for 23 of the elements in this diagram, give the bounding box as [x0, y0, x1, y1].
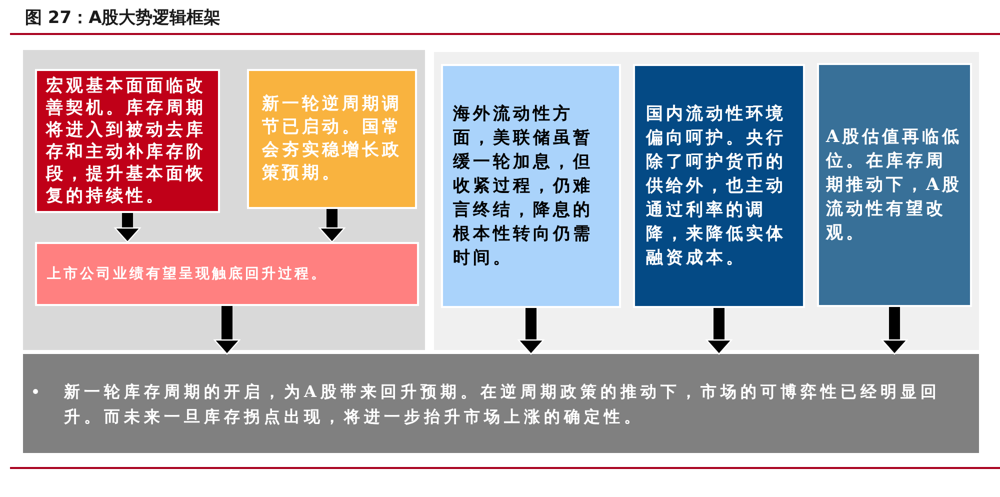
content-card	[35, 69, 220, 213]
body-text: 新一轮逆周期调节已启动。国常会夯实稳增长政策预期。	[262, 93, 403, 185]
arrow	[114, 213, 141, 243]
content-card	[633, 64, 805, 308]
content-card	[441, 64, 621, 308]
summary-banner	[23, 354, 979, 453]
arrow	[214, 306, 240, 355]
body-text: 宏观基本面面临改善契机。库存周期将进入到被动去库存和主动补库存阶段，提升基本面恢复的持续性。	[46, 75, 207, 207]
arrow	[881, 307, 908, 355]
summary-text: 新一轮库存周期的开启，为A股带来回升预期。在逆周期政策的推动下，市场的可博弈性已经明显回升。而未来一旦库存拐点出现，将进一步抬升市场上涨的确定性。	[64, 380, 942, 428]
arrow	[518, 308, 544, 355]
content-card	[247, 69, 417, 209]
body-text: 海外流动性方面，美联储虽暂缓一轮加息，但收紧过程，仍难言终结，降息的根本性转向仍需时间。	[453, 103, 594, 270]
group-panel	[23, 50, 425, 350]
content-card	[35, 242, 419, 306]
figure-title: 图 27：A股大势逻辑框架	[25, 7, 221, 29]
body-text: 国内流动性环境偏向呵护。央行除了呵护货币的供给外，也主动通过利率的调降，来降低实体融资成本。	[646, 103, 787, 270]
arrow	[318, 209, 346, 243]
body-text: 上市公司业绩有望呈现触底回升过程。	[47, 264, 328, 284]
content-card	[817, 63, 972, 307]
arrow	[706, 308, 732, 355]
body-text: A股估值再临低位。在库存周期推动下，A股流动性有望改观。	[826, 126, 964, 245]
group-panel	[434, 52, 979, 350]
